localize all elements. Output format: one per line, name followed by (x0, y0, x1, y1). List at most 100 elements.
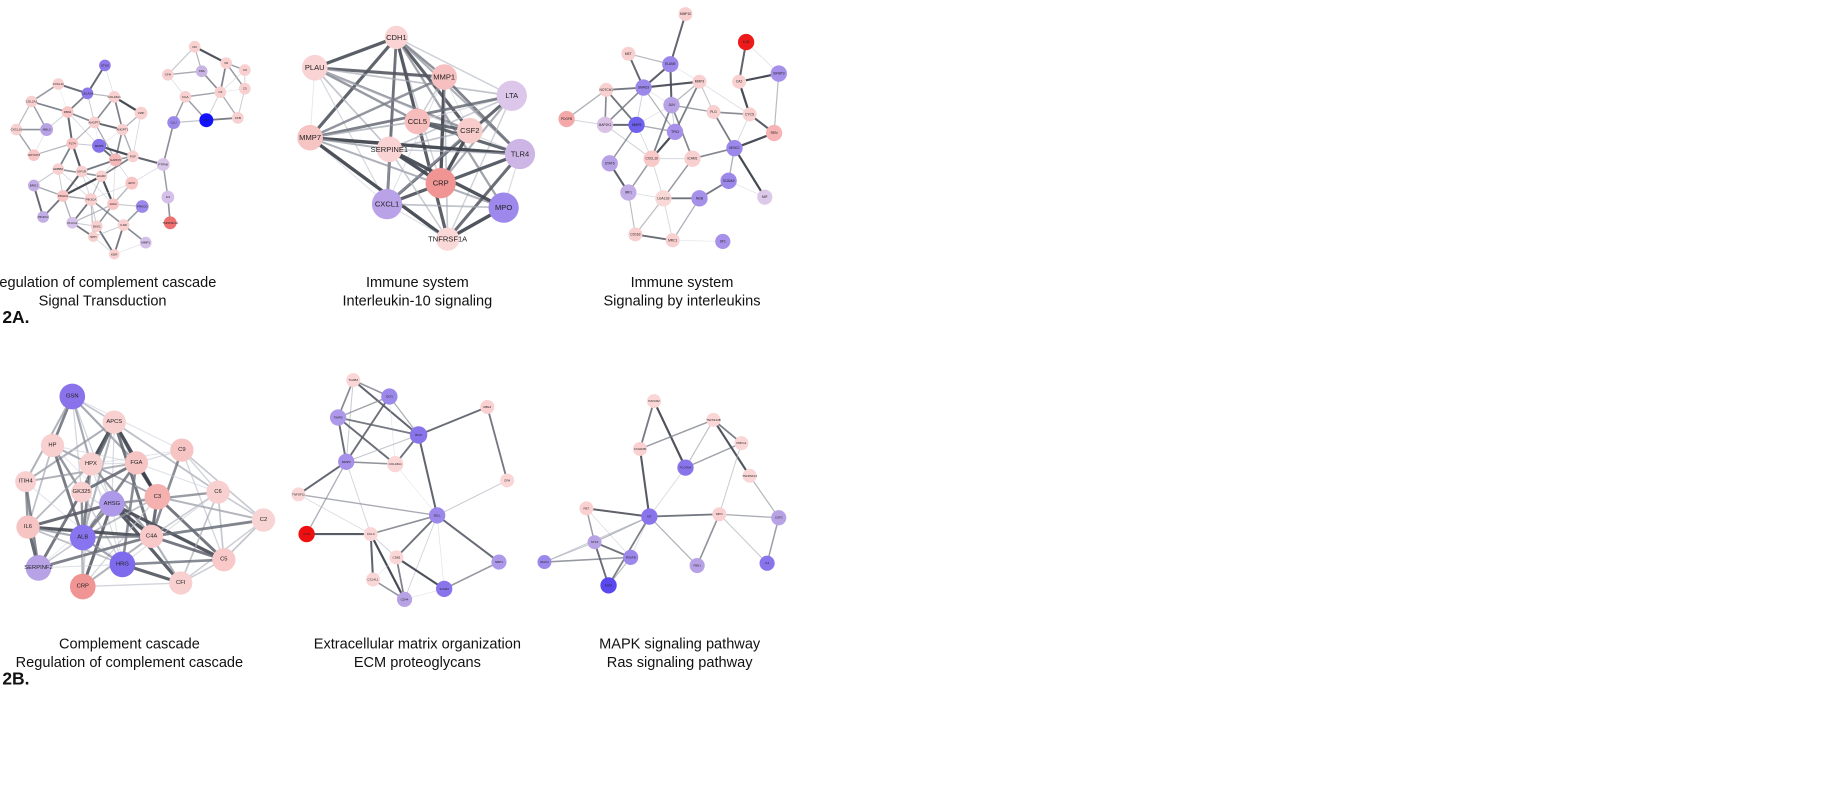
network-edge (685, 442, 742, 469)
node-circle (238, 82, 251, 95)
node-label: IL3 (166, 195, 171, 199)
node-circle (491, 554, 507, 570)
node-circle (633, 441, 648, 456)
node-circle (732, 74, 747, 89)
node-circle (188, 40, 201, 53)
network-edge (38, 563, 123, 569)
node-label: LTA (505, 91, 519, 100)
network-node: PRKCD (135, 200, 149, 213)
node-label: PIK3CA (86, 197, 97, 201)
network-node: IL6 (16, 515, 40, 539)
network-node: IL1B (737, 33, 755, 51)
node-circle (291, 487, 306, 502)
network-edge (122, 491, 219, 565)
node-circle (425, 168, 456, 199)
node-label: FGA (182, 95, 188, 99)
network-edge (685, 419, 714, 468)
network-edge (699, 81, 750, 115)
network-edge (649, 513, 720, 518)
node-circle (220, 57, 232, 69)
node-label: IL6 (24, 524, 32, 530)
network-node: CXCL11 (52, 78, 64, 90)
network-edge (369, 533, 406, 600)
network-edge (387, 203, 504, 209)
node-label: C9 (243, 68, 247, 72)
node-circle (381, 388, 398, 405)
network-node: HAVCR2 (647, 394, 662, 409)
node-circle (643, 150, 660, 167)
node-label: ICAM3 (440, 587, 450, 591)
network-node: MPO (712, 507, 727, 522)
node-circle (109, 551, 136, 578)
node-label: ANGPT2 (88, 121, 100, 125)
node-circle (81, 87, 94, 100)
network-node: CXCL16 (10, 123, 22, 136)
network-node: TLR4 (504, 138, 536, 170)
network-node: MMP8 (628, 116, 645, 134)
node-circle (600, 577, 617, 594)
network-edge (443, 76, 521, 155)
node-label: ALB (77, 535, 88, 541)
node-circle (163, 216, 177, 230)
network-node: MBL2 (480, 400, 495, 414)
node-label: SERPINF2 (24, 565, 52, 571)
network-edge (337, 395, 390, 419)
node-label: HPX (85, 461, 97, 467)
node-label: EGFR (97, 174, 106, 178)
caption-b2-line2: ECM proteoglycans (354, 655, 481, 671)
node-circle (301, 54, 328, 81)
network-edge (181, 449, 225, 560)
node-label: CD44 (401, 597, 409, 601)
network-edge (151, 491, 219, 538)
node-circle (692, 74, 707, 89)
node-label: MPO (716, 512, 723, 516)
node-circle (156, 158, 170, 171)
node-label: SF1 (720, 239, 726, 243)
node-label: PLCG1 (67, 221, 77, 225)
caption-a3-line1: Immune system (631, 275, 734, 291)
network-node: KDR (109, 249, 120, 260)
node-label: GSN (66, 394, 79, 400)
node-label: FLT4 (69, 142, 76, 146)
network-edge (394, 463, 438, 516)
network-node: FLT4 (66, 137, 79, 150)
network-node: ERBB2 (52, 163, 65, 175)
node-circle (37, 211, 49, 223)
node-circle (52, 163, 65, 175)
node-label: MMP1 (141, 241, 150, 245)
network-edge (111, 502, 225, 562)
network-edge (486, 406, 509, 481)
network-edge (51, 445, 85, 539)
node-circle (771, 510, 787, 526)
node-circle (338, 453, 355, 470)
network-node: MMP3 (692, 74, 707, 89)
node-circle (16, 515, 40, 539)
network-node: NOTCH3 (28, 149, 40, 162)
node-circle (456, 117, 483, 144)
node-label: MMP2 (342, 460, 351, 464)
node-label: MPO (495, 203, 512, 212)
node-circle (15, 471, 37, 493)
network-edge (386, 76, 445, 205)
caption-b3-line1: MAPK signaling pathway (599, 636, 761, 652)
node-circle (677, 459, 694, 476)
node-label: MMP1 (433, 73, 455, 82)
node-circle (500, 473, 515, 488)
network-edge (93, 122, 116, 161)
node-circle (742, 468, 757, 483)
node-circle (117, 219, 130, 231)
network-node: C2 (251, 508, 276, 532)
caption-a3-line2: Signaling by interleukins (603, 294, 760, 310)
node-label: IGF1R (77, 170, 87, 174)
node-circle (170, 438, 194, 462)
node-circle (88, 231, 99, 243)
network-node: COL18A1 (108, 91, 121, 103)
node-circle (396, 591, 413, 607)
node-label: PGF (130, 154, 136, 158)
network-node: ANGPT2 (88, 116, 101, 129)
node-label: MBL2 (483, 405, 491, 409)
node-label: GAPDH (110, 158, 121, 162)
node-label: ICAM1 (688, 157, 698, 161)
network-node: CFH (500, 473, 515, 488)
network-edge (388, 148, 449, 240)
